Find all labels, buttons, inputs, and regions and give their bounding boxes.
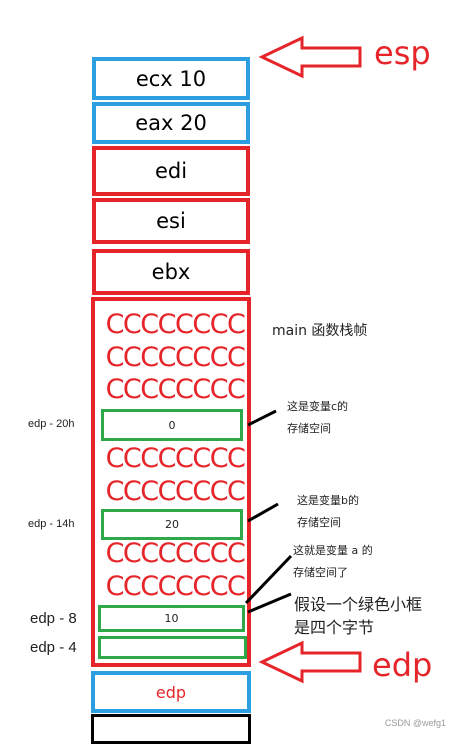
fill-line: CCCCCCCC <box>105 309 246 340</box>
ecx-slot: ecx 10 <box>92 57 250 100</box>
saved-edp-label: edp <box>155 682 187 702</box>
offset-c-label: edp - 20h <box>28 418 75 430</box>
main-stack-frame <box>91 297 251 667</box>
watermark: CSDN @wefg1 <box>384 718 446 728</box>
c-pointer-line <box>247 409 277 427</box>
esp-arrow-icon <box>258 35 362 79</box>
b-annotation-line1: 这是变量b的 <box>297 494 359 507</box>
fill-line: CCCCCCCC <box>105 342 246 373</box>
offset-a-label: edp - 8 <box>30 610 77 627</box>
a-annotation-line1: 这就是变量 a 的 <box>293 544 373 557</box>
ebx-label: ebx <box>151 260 191 284</box>
var-a-slot: 10 <box>98 605 245 632</box>
saved-edp-slot: edp <box>91 671 251 713</box>
offset-b-label: edp - 14h <box>28 518 75 530</box>
fill-line: CCCCCCCC <box>105 538 246 569</box>
b-annotation: 这是变量b的 存储空间 <box>297 490 359 534</box>
var-c-slot: 0 <box>101 409 243 441</box>
esp-pointer-label: esp <box>374 34 431 72</box>
ecx-label: ecx 10 <box>135 66 207 91</box>
frame-annotation: main 函数栈帧 <box>272 323 368 339</box>
eax-label: eax 20 <box>135 111 207 135</box>
box-size-line1: 假设一个绿色小框 <box>294 595 423 614</box>
fill-line: CCCCCCCC <box>105 571 246 602</box>
c-annotation: 这是变量c的 存储空间 <box>287 396 348 440</box>
var-a-value: 10 <box>164 612 179 625</box>
a-pointer-line <box>244 554 293 605</box>
edp-arrow-icon <box>258 640 362 684</box>
esi-label: esi <box>156 209 186 233</box>
ebx-slot: ebx <box>92 249 250 295</box>
fill-line: CCCCCCCC <box>105 443 246 474</box>
eax-slot: eax 20 <box>92 102 250 144</box>
var-b-value: 20 <box>165 518 179 531</box>
box-size-line2: 是四个字节 <box>294 618 375 637</box>
edi-slot: edi <box>92 146 250 196</box>
a-annotation-line2: 存储空间了 <box>293 566 348 579</box>
fill-line: CCCCCCCC <box>105 476 246 507</box>
var-c-value: 0 <box>168 418 176 432</box>
a-annotation: 这就是变量 a 的 存储空间了 <box>293 540 373 584</box>
offset-4-label: edp - 4 <box>30 639 77 656</box>
edp-minus-4-slot <box>98 636 247 659</box>
edi-label: edi <box>154 159 188 183</box>
c-annotation-line2: 存储空间 <box>287 422 331 435</box>
b-annotation-line2: 存储空间 <box>297 516 341 529</box>
box-pointer-line <box>247 592 292 614</box>
esi-slot: esi <box>92 198 250 244</box>
b-pointer-line <box>247 502 279 523</box>
edp-pointer-label: edp <box>372 646 433 684</box>
fill-line: CCCCCCCC <box>105 374 246 405</box>
box-size-annotation: 假设一个绿色小框 是四个字节 <box>294 593 422 639</box>
var-b-slot: 20 <box>101 509 243 540</box>
c-annotation-line1: 这是变量c的 <box>287 400 349 413</box>
